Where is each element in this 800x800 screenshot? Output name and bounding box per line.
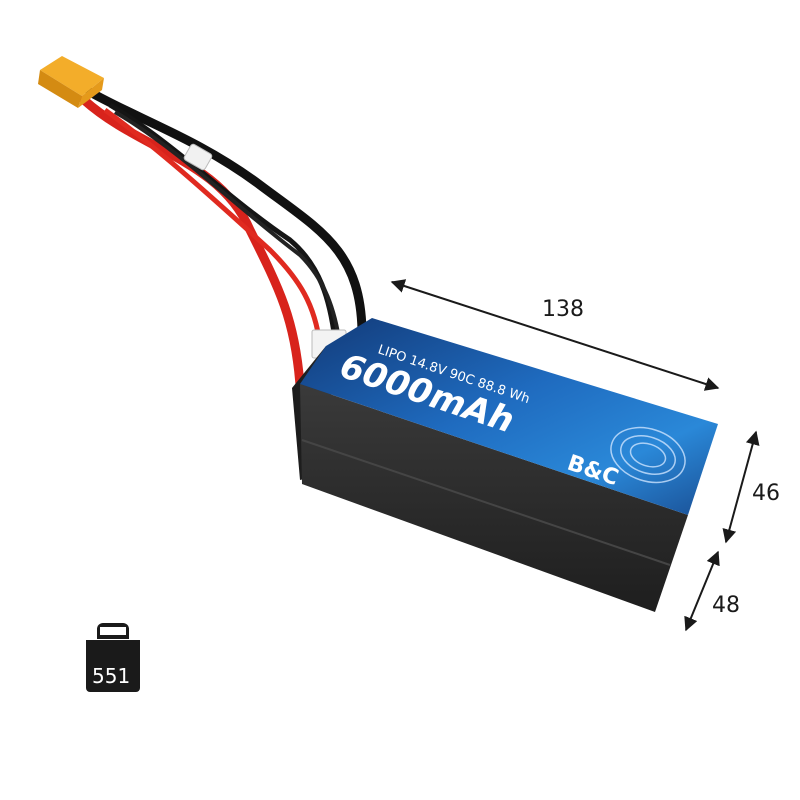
length-arrow <box>390 279 720 391</box>
battery-pack: LIPO 14.8V 90C 88.8 Wh 6000mAh B&C <box>292 318 718 612</box>
balance-wire-black-2 <box>113 110 342 346</box>
height-label: 46 <box>752 481 780 506</box>
xt-connector <box>38 56 104 108</box>
weight-icon: 551 <box>86 623 140 692</box>
height-arrow <box>722 430 760 544</box>
weight-value: 551 <box>92 664 130 688</box>
width-arrow <box>684 550 720 632</box>
battery-front-face <box>300 384 688 612</box>
black-main-wire <box>85 87 367 335</box>
width-label: 48 <box>712 593 740 618</box>
length-label: 138 <box>542 297 584 322</box>
dimension-arrows: 138 46 48 <box>390 279 780 632</box>
wire-clip <box>183 143 213 171</box>
brand-rings-icon <box>610 426 686 484</box>
battery-leads <box>79 87 367 390</box>
balance-wire-red <box>103 107 323 346</box>
